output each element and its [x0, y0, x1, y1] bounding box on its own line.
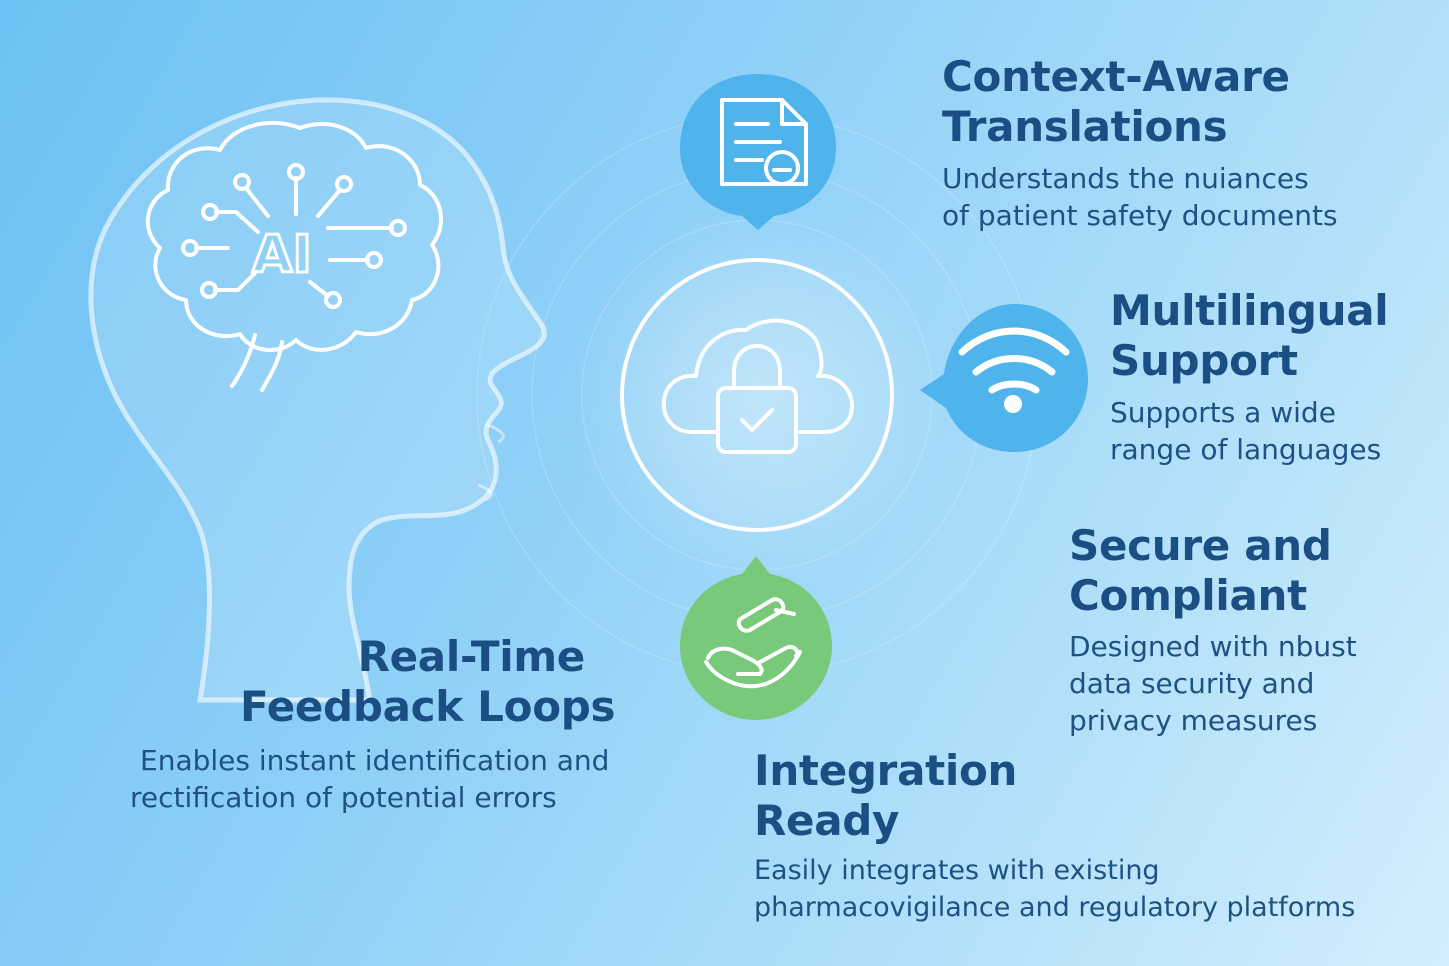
- desc-line: data security and: [1069, 667, 1315, 700]
- wifi-signal-badge: [920, 304, 1088, 452]
- integration-ready-title: Integration Ready: [754, 746, 1017, 846]
- brain-icon: [145, 120, 443, 392]
- title-line: Context-Aware: [942, 52, 1290, 101]
- context-aware-title: Context-Aware Translations: [942, 52, 1290, 152]
- title-line: Compliant: [1069, 571, 1307, 620]
- document-chat-badge: [680, 74, 836, 230]
- title-line: Multilingual: [1110, 286, 1389, 335]
- document-chat-icon: [720, 98, 808, 186]
- secure-compliant-title: Secure and Compliant: [1069, 521, 1332, 621]
- context-aware-description: Understands the nuiances of patient safe…: [942, 160, 1338, 234]
- hand-receiving-pill-icon: [704, 597, 802, 689]
- title-line: Ready: [754, 796, 900, 845]
- desc-line: Enables instant identification and: [140, 744, 610, 777]
- desc-line: Designed with nbust: [1069, 630, 1357, 663]
- desc-line: rectification of potential errors: [130, 781, 557, 814]
- central-hub: [620, 258, 894, 532]
- title-line: Feedback Loops: [240, 682, 616, 731]
- multilingual-title: Multilingual Support: [1110, 286, 1389, 386]
- cloud-lock-check-icon: [661, 318, 854, 454]
- desc-line: Understands the nuiances: [942, 162, 1309, 195]
- title-line: Translations: [942, 102, 1228, 151]
- secure-compliant-description: Designed with nbust data security and pr…: [1069, 628, 1357, 739]
- wifi-signal-icon: [958, 327, 1070, 413]
- desc-line: range of languages: [1110, 433, 1382, 466]
- title-line: Secure and: [1069, 521, 1332, 570]
- title-line: Integration: [754, 746, 1018, 795]
- multilingual-description: Supports a wide range of languages: [1110, 394, 1381, 468]
- integration-ready-description: Easily integrates with existing pharmaco…: [754, 852, 1355, 926]
- desc-line: pharmacovigilance and regulatory platfor…: [754, 892, 1356, 923]
- desc-line: Supports a wide: [1110, 396, 1336, 429]
- feedback-loops-description: Enables instant identification and recti…: [130, 742, 609, 816]
- brain-ai-label: AI: [252, 225, 312, 285]
- desc-line: Easily integrates with existing: [754, 855, 1160, 886]
- feedback-loops-title: Real-Time Feedback Loops: [240, 632, 616, 732]
- head-silhouette: [88, 97, 547, 703]
- hand-pill-badge: [680, 556, 832, 720]
- desc-line: privacy measures: [1069, 704, 1318, 737]
- title-line: Support: [1110, 336, 1298, 385]
- title-line: Real-Time: [357, 632, 586, 681]
- desc-line: of patient safety documents: [942, 199, 1338, 232]
